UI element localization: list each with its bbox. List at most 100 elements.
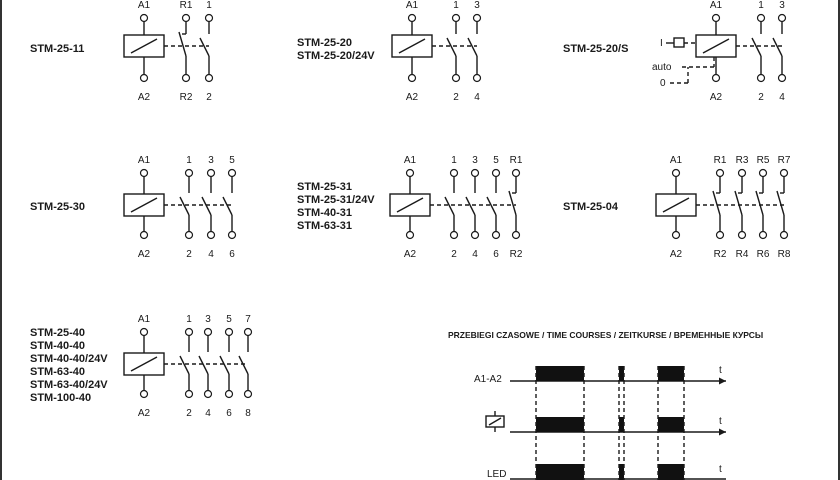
contact-blade <box>178 31 187 57</box>
terminal <box>758 230 768 240</box>
terminal-label: 7 <box>245 314 251 325</box>
time-courses: PRZEBIEGI CZASOWE / TIME COURSES / ZEITK… <box>448 330 763 480</box>
terminal-label: 3 <box>474 0 480 11</box>
terminal-label: 3 <box>472 155 478 166</box>
terminal <box>204 13 214 23</box>
terminal <box>472 73 482 83</box>
terminal <box>139 327 149 337</box>
terminal-label: 2 <box>186 408 192 419</box>
contact-blade <box>446 37 457 57</box>
terminal <box>206 168 216 178</box>
terminal-label: R5 <box>757 155 770 166</box>
terminal <box>711 73 721 83</box>
terminal-label: R1 <box>180 0 193 11</box>
terminal <box>671 230 681 240</box>
model-label: STM-25-04 <box>563 201 619 213</box>
terminal <box>449 168 459 178</box>
terminal-label: R2 <box>180 92 193 103</box>
axis-arrow-2 <box>719 428 726 436</box>
terminal-label: A1 <box>138 314 151 325</box>
relay-coil-diagonal <box>396 197 424 213</box>
contact-blade <box>201 196 212 216</box>
contact-blade <box>734 190 743 216</box>
terminal <box>405 168 415 178</box>
time-courses-title: PRZEBIEGI CZASOWE / TIME COURSES / ZEITK… <box>448 330 763 340</box>
terminal-label: 1 <box>206 0 212 11</box>
contact-blade <box>198 355 209 375</box>
terminal <box>511 168 521 178</box>
terminal-label: 6 <box>493 249 499 260</box>
relay-coil-diagonal <box>130 38 158 54</box>
pulse <box>619 366 624 381</box>
terminal-label: 1 <box>451 155 457 166</box>
terminal-label: 8 <box>245 408 251 419</box>
terminal <box>737 230 747 240</box>
pulse <box>536 366 584 381</box>
axis-label-t-1: t <box>719 365 722 376</box>
relay-coil-diagonal <box>702 38 730 54</box>
terminal-label: 2 <box>206 92 212 103</box>
terminal <box>777 13 787 23</box>
terminal-label: A2 <box>138 92 151 103</box>
terminal <box>227 168 237 178</box>
contact-blade <box>776 190 785 216</box>
terminal <box>405 230 415 240</box>
contact-blade <box>467 37 478 57</box>
terminal-label: 4 <box>474 92 480 103</box>
model-label: STM-25-20 <box>297 37 352 49</box>
terminal <box>756 13 766 23</box>
pulse <box>619 417 624 432</box>
terminal-label: 2 <box>758 92 764 103</box>
axis-label-t-3: t <box>719 464 722 475</box>
model-label: STM-25-11 <box>30 43 84 55</box>
model-label: STM-63-31 <box>297 220 352 232</box>
terminal <box>779 230 789 240</box>
terminal <box>206 230 216 240</box>
terminal <box>243 389 253 399</box>
model-label: STM-40-40 <box>30 340 85 352</box>
terminal-label: 2 <box>451 249 457 260</box>
terminal <box>139 73 149 83</box>
relay-coil-diagonal <box>130 356 158 372</box>
terminal <box>472 13 482 23</box>
terminal <box>470 230 480 240</box>
terminal-label: A2 <box>710 92 723 103</box>
model-label: STM-40-40/24V <box>30 353 108 365</box>
terminal-label: R2 <box>510 249 523 260</box>
terminal <box>184 168 194 178</box>
terminal-label: 4 <box>472 249 478 260</box>
terminal <box>184 327 194 337</box>
contact-blade <box>755 190 764 216</box>
terminal-label: 1 <box>186 314 192 325</box>
terminal <box>139 168 149 178</box>
terminal <box>184 389 194 399</box>
contact-blade <box>199 37 210 57</box>
terminal-label: 4 <box>205 408 211 419</box>
terminal <box>491 168 501 178</box>
terminal <box>449 230 459 240</box>
pulse <box>536 417 584 432</box>
row-label-a1-a2: A1-A2 <box>474 374 502 385</box>
terminal-label: A2 <box>138 408 151 419</box>
terminal <box>184 230 194 240</box>
terminal <box>203 327 213 337</box>
contact-blade <box>179 355 190 375</box>
terminal <box>407 73 417 83</box>
terminal-label: A1 <box>138 155 151 166</box>
switch-label-zero: 0 <box>660 78 666 89</box>
terminal <box>671 168 681 178</box>
terminal-label: A2 <box>404 249 417 260</box>
pulse <box>536 464 584 480</box>
terminal <box>139 389 149 399</box>
terminal-label: R2 <box>714 249 727 260</box>
terminal-label: A1 <box>406 0 419 11</box>
model-label: STM-25-40 <box>30 327 85 339</box>
terminal-label: R4 <box>736 249 749 260</box>
contact-blade <box>219 355 230 375</box>
terminal-label: 2 <box>186 249 192 260</box>
contact-blade <box>772 37 783 57</box>
